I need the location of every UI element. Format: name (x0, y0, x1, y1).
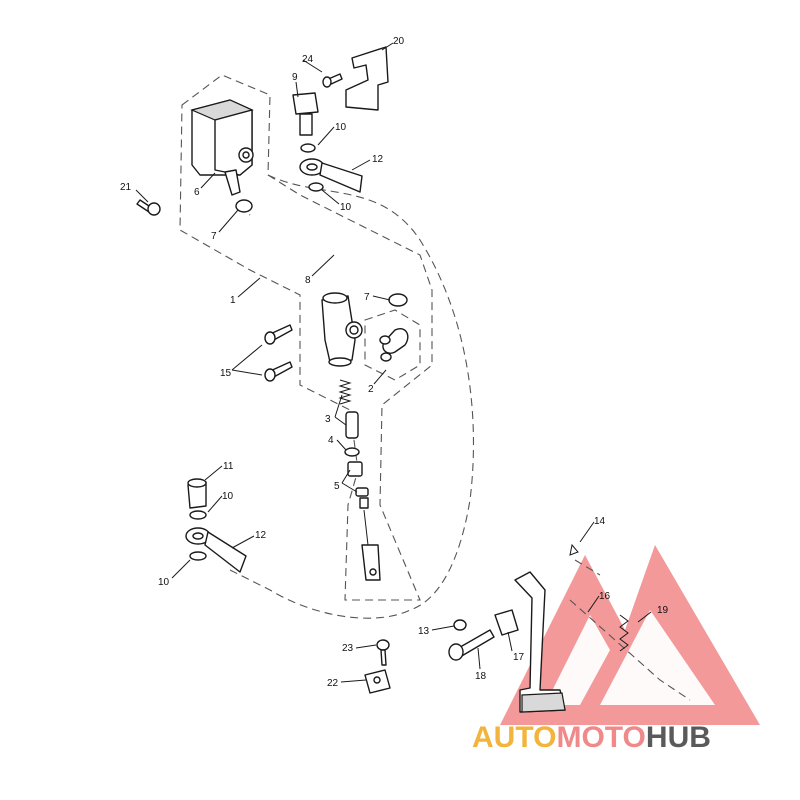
callout-3: 3 (325, 414, 331, 425)
pedal-pivot-bolt (448, 629, 495, 661)
watermark-triangle-inner (545, 615, 610, 705)
mounting-bracket (345, 46, 389, 111)
callout-23: 23 (342, 643, 354, 654)
watermark-triangle-inner-right (600, 610, 715, 705)
watermark-hub: HUB (646, 721, 711, 754)
callout-1: 1 (230, 295, 236, 306)
cotter-pin (569, 543, 579, 556)
watermark-auto: AUTO (472, 721, 556, 754)
spring (338, 379, 352, 405)
leader-lines (135, 42, 652, 683)
callout-10-upper-a: 10 (335, 122, 347, 133)
callout-9: 9 (292, 72, 298, 83)
callout-24: 24 (302, 54, 314, 65)
callout-15: 15 (220, 368, 232, 379)
callout-13: 13 (418, 626, 430, 637)
callout-5: 5 (334, 481, 340, 492)
callout-8: 8 (305, 275, 311, 286)
callout-11: 11 (223, 461, 234, 472)
callout-10-upper-b: 10 (340, 202, 352, 213)
hose-clip-upper (235, 199, 253, 213)
brake-fluid-reservoir (190, 99, 254, 196)
callout-12-upper: 12 (372, 154, 384, 165)
callout-14: 14 (594, 516, 606, 527)
brake-light-switch (292, 92, 319, 136)
callout-2: 2 (368, 384, 374, 395)
callout-10-lower-b: 10 (158, 577, 170, 588)
seal-ring (344, 447, 360, 457)
callout-19: 19 (657, 605, 669, 616)
clamp-bolt (376, 639, 390, 666)
inlet-elbow (379, 328, 409, 362)
hose-clip-lower (388, 293, 408, 307)
banjo-fitting-lower (185, 478, 247, 573)
piston (345, 411, 359, 439)
callout-16: 16 (599, 591, 611, 602)
callout-18: 18 (475, 671, 487, 682)
watermark-logo (500, 545, 760, 725)
watermark-text: AUTOMOTOHUB (472, 721, 711, 754)
callout-7-upper: 7 (211, 231, 217, 242)
callout-20: 20 (393, 36, 405, 47)
pedal-nut (453, 619, 467, 631)
callout-4: 4 (328, 435, 334, 446)
master-cylinder (321, 292, 363, 367)
callout-10-lower-a: 10 (222, 491, 234, 502)
pedal-bushing (494, 609, 519, 636)
mounting-bolts (264, 324, 293, 382)
assembly-group-outline (179, 74, 691, 701)
callouts: 24 20 9 10 12 10 21 6 7 8 1 7 2 15 3 4 5… (120, 36, 669, 689)
callout-17: 17 (513, 652, 525, 663)
banjo-fitting-upper (299, 143, 363, 193)
reservoir-bolt (136, 199, 161, 216)
reservoir-hose (247, 212, 402, 296)
callout-6: 6 (194, 187, 200, 198)
callout-7-lower: 7 (364, 292, 370, 303)
brake-pedal (514, 571, 566, 713)
hose-clamp (364, 669, 391, 694)
pushrod-assembly (347, 461, 381, 581)
callout-21: 21 (120, 182, 132, 193)
watermark-moto: MOTO (556, 721, 645, 754)
bracket-bolt (322, 73, 343, 88)
return-spring (619, 614, 629, 652)
callout-12-lower: 12 (255, 530, 267, 541)
callout-22: 22 (327, 678, 339, 689)
